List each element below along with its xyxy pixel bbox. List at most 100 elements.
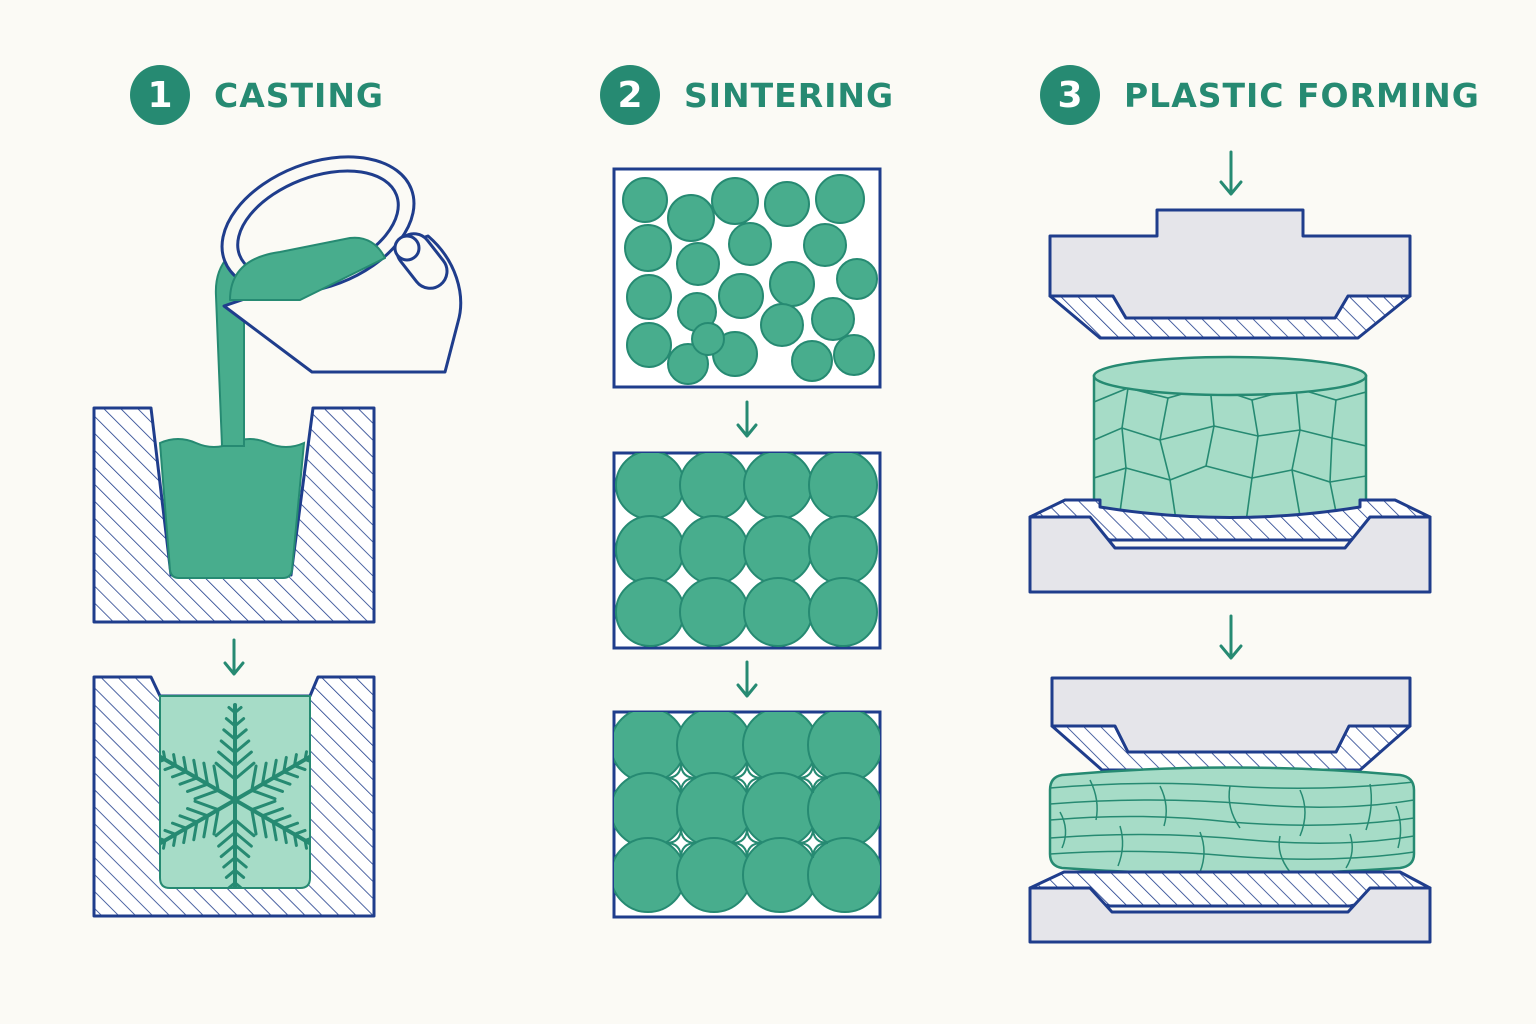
dendrite-branch — [172, 832, 178, 847]
dendrite-branch — [250, 799, 277, 812]
dendrite-branch — [250, 788, 277, 801]
dendrite-branch — [160, 836, 167, 842]
pore — [665, 827, 697, 859]
dense-particle — [676, 712, 752, 783]
dense-particle — [807, 772, 880, 848]
grain-boundary — [1395, 805, 1402, 849]
grain-boundary — [1169, 479, 1177, 518]
powder-particle — [803, 223, 847, 267]
dendrite-branch — [303, 758, 310, 764]
dendrite-branch — [260, 807, 285, 818]
dendrite-branch — [222, 856, 237, 869]
powder-particle — [769, 261, 815, 307]
dendrite-branch — [233, 739, 251, 754]
powder-particle — [622, 177, 668, 223]
powder-particle — [676, 242, 720, 286]
dendrite-branch — [170, 821, 188, 830]
dendrite-branch — [172, 753, 178, 768]
dendrite-branch — [233, 728, 248, 741]
dendrite-branch — [233, 856, 248, 869]
step-number-badge: 1 — [130, 65, 190, 125]
dendrite-branch — [193, 788, 220, 801]
sintered-particle — [743, 577, 813, 647]
powder-particle — [833, 334, 875, 376]
powder-particle — [711, 177, 759, 225]
dendrite-branch — [163, 764, 178, 772]
dendrite-branch — [193, 799, 220, 812]
densified-particles — [614, 712, 880, 913]
dendrite-branch — [303, 838, 308, 850]
dendrite-branch — [182, 826, 188, 845]
plastic-forming-column — [1028, 150, 1432, 944]
molten-metal — [158, 438, 306, 579]
dendrite-branch — [292, 764, 307, 772]
dendrite-branch — [217, 830, 237, 848]
powder-particle — [626, 322, 672, 368]
dendrite-branch — [219, 843, 237, 859]
sintered-particle — [615, 453, 685, 520]
powder-particle — [836, 258, 878, 300]
dendrite-branch — [233, 706, 243, 715]
dense-particle — [676, 772, 752, 848]
dendrite-branch — [222, 728, 237, 741]
dendrite-branch — [233, 818, 256, 838]
dendrite-branch — [227, 881, 237, 888]
powder-particle — [764, 181, 810, 227]
dense-particle — [742, 772, 818, 848]
step-sintering-title: 2 SINTERING — [600, 62, 894, 128]
powder-particle — [728, 222, 772, 266]
grain-boundary — [1159, 785, 1167, 827]
dendrite-branch — [292, 753, 298, 768]
dendrite-branch — [271, 776, 292, 786]
grain-boundary — [1050, 833, 1414, 844]
step-label: SINTERING — [684, 75, 895, 115]
dense-particle — [807, 712, 880, 783]
dendrite-branch — [233, 843, 251, 859]
step-label: CASTING — [214, 75, 385, 115]
mold-hatch — [92, 406, 376, 624]
grain-boundary — [1245, 477, 1253, 518]
dendrite-branch — [292, 832, 298, 847]
arrow-down-icon — [736, 400, 758, 438]
powder-particle — [626, 274, 672, 320]
grain-boundary — [1228, 785, 1241, 829]
dendrite-branch — [178, 776, 199, 786]
powder-particle — [667, 343, 709, 385]
dense-particle — [807, 837, 880, 913]
arrow-down-icon — [223, 638, 245, 676]
sintered-particle — [743, 453, 813, 520]
dendrite-branch — [233, 750, 253, 768]
dendrite-branch — [224, 717, 237, 728]
dendrite-branch — [260, 814, 268, 839]
dendrite-branch — [182, 755, 188, 774]
grain-boundary — [1119, 467, 1127, 513]
grain-boundary — [1365, 783, 1373, 831]
powder-particle — [718, 273, 764, 319]
grain-boundary — [1059, 811, 1067, 849]
dendrite-branch — [282, 770, 300, 779]
grain-boundary — [1050, 799, 1414, 808]
dendrite-branch — [224, 868, 237, 879]
dendrite-branch — [202, 814, 210, 839]
dendrite-branch — [214, 761, 237, 781]
dendrite-branch — [185, 807, 210, 818]
sintered-particle — [808, 453, 878, 520]
grain-boundary — [1089, 779, 1098, 821]
dense-particle — [676, 837, 752, 913]
press-die-icon — [1048, 208, 1412, 340]
sintered-particle — [679, 453, 749, 520]
powder-particle — [815, 174, 865, 224]
grain-boundary — [1117, 825, 1124, 867]
dendrite-branch — [282, 755, 288, 774]
sintered-particle — [808, 577, 878, 647]
dendrite-branch — [233, 717, 246, 728]
pore — [665, 762, 697, 794]
sintering-column — [612, 167, 882, 919]
sintered-particle — [615, 515, 685, 585]
forged-slab — [1048, 766, 1416, 876]
billet — [1092, 355, 1368, 519]
sintered-particle — [615, 577, 685, 647]
dendrite-branch — [217, 750, 237, 768]
